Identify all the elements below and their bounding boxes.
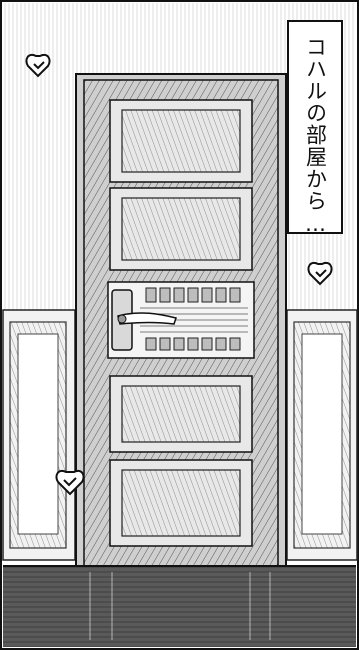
- left-wainscot: [2, 309, 76, 561]
- door-panel-3: [109, 375, 253, 453]
- floor: [3, 565, 356, 647]
- right-wainscot: [286, 309, 358, 561]
- door-panel-2: [109, 187, 253, 271]
- heart-icon: [25, 54, 51, 78]
- door-handle: [111, 289, 177, 351]
- heart-icon: [55, 470, 85, 496]
- door-panel-4: [109, 459, 253, 547]
- caption-box: コハルの部屋から…: [287, 20, 343, 237]
- heart-icon: [307, 262, 333, 286]
- door-panel-1: [109, 99, 253, 183]
- caption-text: コハルの部屋から…: [303, 36, 328, 237]
